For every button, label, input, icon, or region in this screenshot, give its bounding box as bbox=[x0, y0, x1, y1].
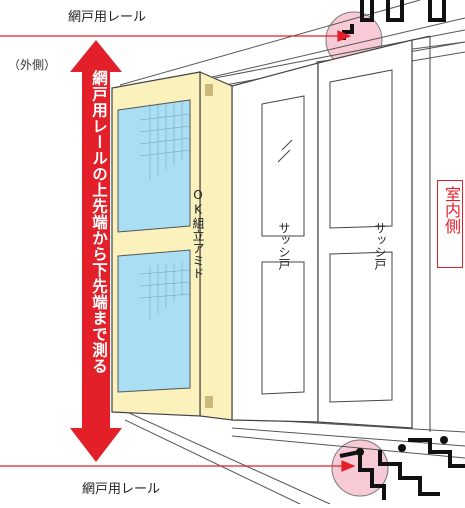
sash-door-2 bbox=[317, 35, 431, 432]
sash-door-2-label: サッシ戸 bbox=[373, 222, 387, 270]
screen-door-label: OK組立アミド bbox=[191, 188, 205, 280]
screen-door bbox=[111, 71, 233, 421]
indoor-label: 室内側 bbox=[442, 186, 461, 234]
outside-label: （外側） bbox=[8, 58, 57, 72]
sash-door-1-label: サッシ戸 bbox=[277, 222, 291, 270]
measure-arrow bbox=[70, 40, 122, 462]
sash-door-1 bbox=[231, 62, 319, 423]
rail-label-top: 網戸用レール bbox=[68, 10, 147, 25]
bottom-rail-wheels bbox=[356, 436, 448, 456]
rail-label-bottom: 網戸用レール bbox=[82, 482, 161, 497]
lower-perspective-lines bbox=[117, 407, 465, 505]
rail-pointer-lines bbox=[0, 30, 356, 472]
measure-instruction: 網戸用レールの上先端から下先端まで測る bbox=[90, 70, 108, 374]
indoor-label-box bbox=[437, 180, 463, 268]
